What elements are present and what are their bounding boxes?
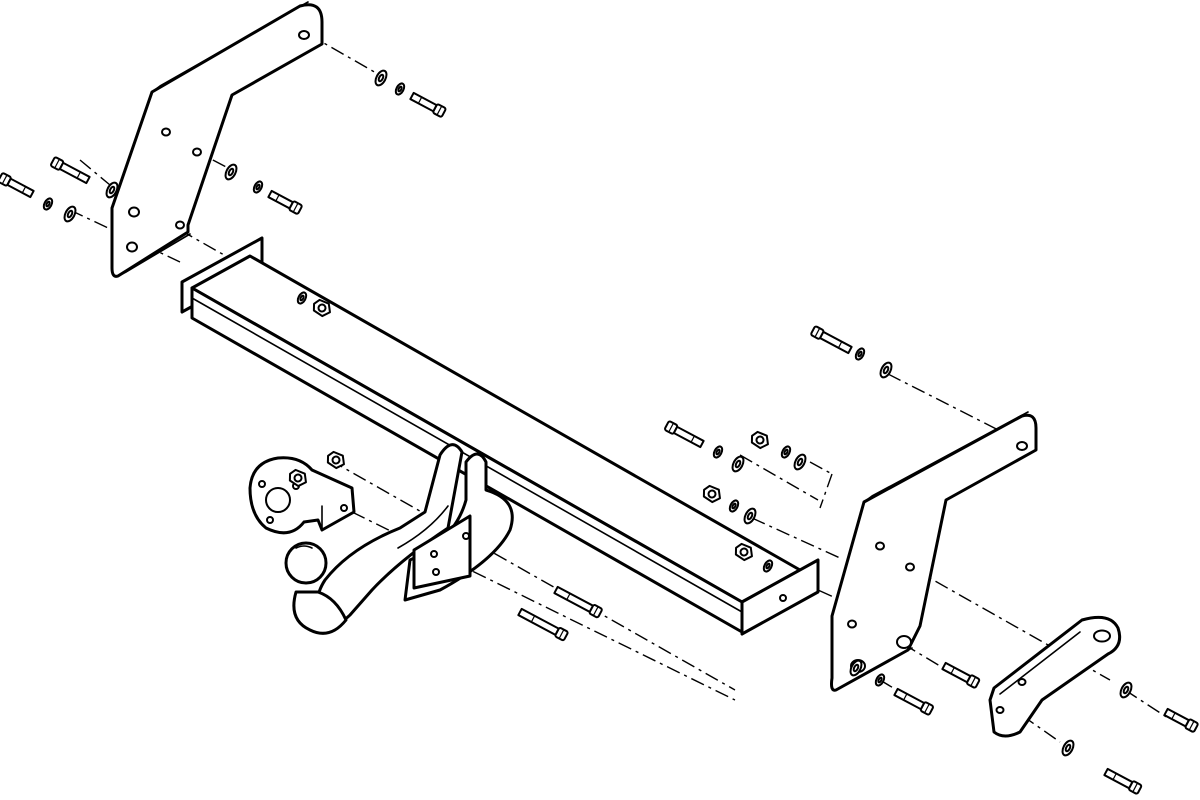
- nut: [326, 450, 345, 470]
- nut: [734, 542, 753, 562]
- washer: [731, 455, 745, 473]
- right-bracket-hole: [875, 541, 885, 551]
- lower-bracket-hole: [995, 706, 1005, 714]
- spring-washer: [762, 559, 774, 573]
- bolt: [664, 420, 705, 449]
- spring-washer: [712, 445, 724, 459]
- right-bracket-hole: [896, 635, 912, 649]
- tow-ball-arm: [284, 443, 514, 635]
- spring-washer: [874, 673, 886, 687]
- washer: [879, 361, 893, 379]
- spring-washer: [394, 82, 406, 96]
- bolt: [517, 607, 569, 642]
- lower-right-bracket: [988, 615, 1122, 738]
- bolt: [0, 172, 35, 199]
- bolt: [267, 189, 303, 215]
- bolt: [50, 156, 91, 185]
- left-bracket-hole: [128, 206, 140, 218]
- crossbar-end-hole: [779, 594, 787, 602]
- bolt: [553, 585, 603, 619]
- left-bracket-hole: [298, 30, 310, 40]
- assembly-axes: [69, 33, 1169, 743]
- arm-hole: [430, 550, 438, 558]
- tow-ball: [284, 541, 328, 585]
- socket-hole: [340, 504, 348, 512]
- lower-bracket-hole: [1017, 678, 1027, 686]
- right-bracket: [830, 411, 1038, 692]
- bolt: [1103, 767, 1143, 795]
- bolt: [941, 661, 981, 689]
- washer: [793, 453, 807, 471]
- fasteners: [0, 69, 1199, 795]
- washer: [224, 163, 238, 181]
- left-bracket-hole: [126, 241, 138, 253]
- spring-washer: [252, 180, 264, 194]
- right-bracket-hole: [1016, 441, 1028, 451]
- lower-bracket-hole: [1093, 629, 1111, 643]
- socket-ring-hole: [265, 487, 291, 513]
- right-bracket-hole: [905, 562, 915, 572]
- spring-washer: [780, 445, 792, 459]
- socket-hole: [266, 516, 274, 524]
- nut: [750, 430, 769, 450]
- crossbar: [180, 236, 820, 636]
- washer: [374, 69, 388, 87]
- washer: [105, 181, 119, 199]
- washer: [63, 205, 77, 223]
- nut: [312, 298, 331, 318]
- bolt: [893, 687, 934, 716]
- left-bracket-hole: [161, 127, 171, 137]
- washer: [743, 507, 757, 525]
- nut: [288, 468, 307, 488]
- washer: [849, 659, 863, 677]
- left-bracket-hole: [192, 147, 202, 157]
- bolt: [1163, 707, 1199, 733]
- bolt: [810, 325, 853, 355]
- left-bracket-hole: [175, 220, 185, 230]
- washer: [1061, 739, 1075, 757]
- spring-washer: [42, 197, 54, 211]
- nut: [702, 484, 721, 504]
- right-bracket-hole: [847, 619, 857, 629]
- spring-washer: [854, 347, 866, 361]
- spring-washer: [296, 291, 308, 305]
- washer: [1119, 681, 1133, 699]
- arm-hole: [432, 568, 440, 576]
- left-bracket: [110, 1, 324, 278]
- arm-hole: [462, 532, 470, 540]
- socket-hole: [258, 480, 266, 488]
- spring-washer: [728, 499, 740, 513]
- socket-plate: [248, 456, 356, 535]
- bolt: [409, 91, 447, 118]
